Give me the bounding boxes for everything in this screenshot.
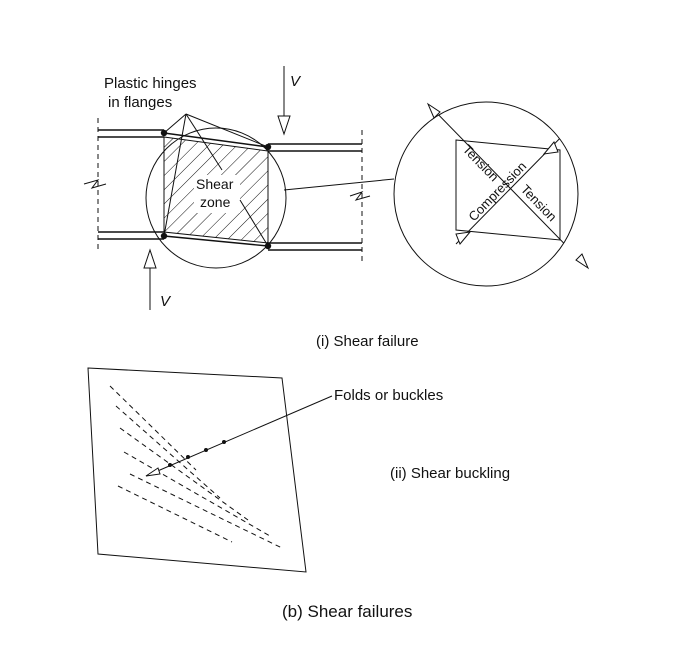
bottom-flange [98,231,362,251]
buckling-panel [87,367,307,573]
tension-arrowhead-top [426,102,441,119]
top-flange [98,129,362,152]
zoom-circle-large [393,101,579,287]
left-zigzag [83,179,107,189]
zoom-connector [283,178,395,191]
shear-zone-label-2: zone [200,194,231,210]
buckling-panel-group [87,367,333,573]
top-shear-arrow [277,66,291,136]
bottom-shear-arrow [143,248,157,310]
plastic-hinges-label-2: in flanges [108,94,172,111]
caption-shear-failure: (i) Shear failure [316,333,419,350]
folds-label: Folds or buckles [334,387,443,404]
caption-figure: (b) Shear failures [282,602,412,621]
tension-label-1: Tension [460,142,502,185]
tension-diagonal [427,103,578,269]
right-zigzag [349,191,371,201]
beam-group [83,66,395,310]
force-label-top: V [290,73,302,90]
hinge-leaders [163,113,269,247]
plastic-hinges-label-1: Plastic hinges [104,75,197,92]
tension-arrowhead-bottom [575,253,590,270]
zoom-circle-small [145,127,287,269]
force-label-bottom: V [160,293,172,310]
caption-shear-buckling: (ii) Shear buckling [390,465,510,482]
compression-arrowhead-bottom [455,231,472,245]
folds-leader [145,395,333,477]
compression-arrowhead-top [542,141,559,155]
stress-element-group: Tension Tension Compression [393,101,590,287]
buckle-folds [109,385,283,549]
shear-zone-label-1: Shear [196,176,234,192]
